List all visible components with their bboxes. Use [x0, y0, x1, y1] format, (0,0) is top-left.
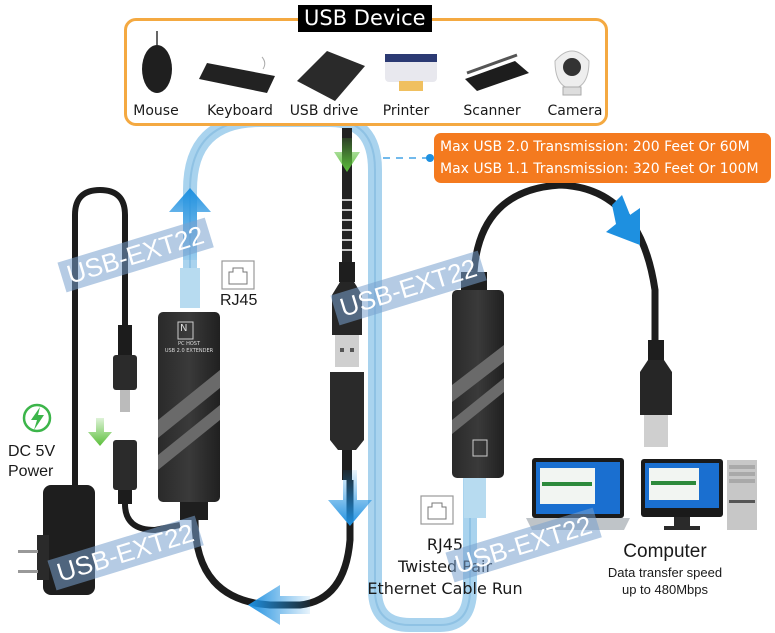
power-label-line1: DC 5V	[8, 443, 56, 460]
usb-device-panel	[124, 18, 608, 126]
transmission-callout: Max USB 2.0 Transmission: 200 Feet Or 60…	[434, 133, 771, 183]
lightning-bolt-icon	[22, 403, 52, 433]
left-arrow-bottom	[248, 585, 310, 625]
device-label-camera: Camera	[547, 103, 603, 119]
camera-icon	[554, 50, 590, 96]
transmission-usb11: Max USB 1.1 Transmission: 320 Feet Or 10…	[440, 161, 759, 177]
rj45-left-label: RJ45	[220, 292, 258, 309]
rj45-cable-label-line3: Ethernet Cable Run	[367, 579, 523, 598]
desktop-monitor	[641, 459, 723, 530]
curved-arrow-right	[606, 195, 640, 245]
device-label-keyboard: Keyboard	[207, 103, 273, 119]
desktop-tower	[727, 460, 757, 530]
device-label-mouse: Mouse	[133, 103, 179, 119]
computer-speed-line2: up to 480Mbps	[621, 582, 708, 597]
usb-drive-icon	[297, 51, 365, 101]
dc-plug-male	[113, 325, 137, 412]
device-label-printer: Printer	[382, 103, 430, 119]
device-icons	[142, 31, 590, 101]
computer-label: Computer Data transfer speed up to 480Mb…	[590, 540, 740, 598]
down-arrow-center	[328, 470, 372, 526]
printer-icon	[385, 54, 437, 91]
power-label: DC 5V Power	[8, 442, 55, 482]
down-arrow-power	[88, 418, 112, 446]
device-label-scanner: Scanner	[463, 103, 521, 119]
extender-label-line1: PC HOST	[177, 341, 201, 347]
power-label-line2: Power	[8, 463, 54, 480]
transmission-usb20: Max USB 2.0 Transmission: 200 Feet Or 60…	[440, 139, 750, 155]
extender-box-left	[158, 268, 220, 520]
down-arrow-device	[334, 138, 360, 172]
extender-label-line2: USB 2.0 EXTENDER	[164, 348, 214, 354]
mouse-icon	[142, 31, 172, 93]
computer-title: Computer	[623, 541, 707, 562]
computer-speed-line1: Data transfer speed	[607, 565, 723, 580]
rj45-port-icon-bottom	[420, 495, 454, 525]
keyboard-icon	[199, 56, 275, 93]
usb-device-title: USB Device	[298, 5, 432, 32]
extender-box-right	[452, 272, 504, 518]
device-label-usb-drive: USB drive	[289, 103, 359, 119]
extender-brand-left: N	[180, 323, 188, 334]
extender-label-left: PC HOST USB 2.0 EXTENDER	[160, 341, 218, 355]
scanner-icon	[465, 53, 529, 91]
usb-plug-computer	[640, 340, 672, 447]
power-cable	[72, 186, 128, 490]
rj45-port-icon-left	[221, 260, 255, 290]
